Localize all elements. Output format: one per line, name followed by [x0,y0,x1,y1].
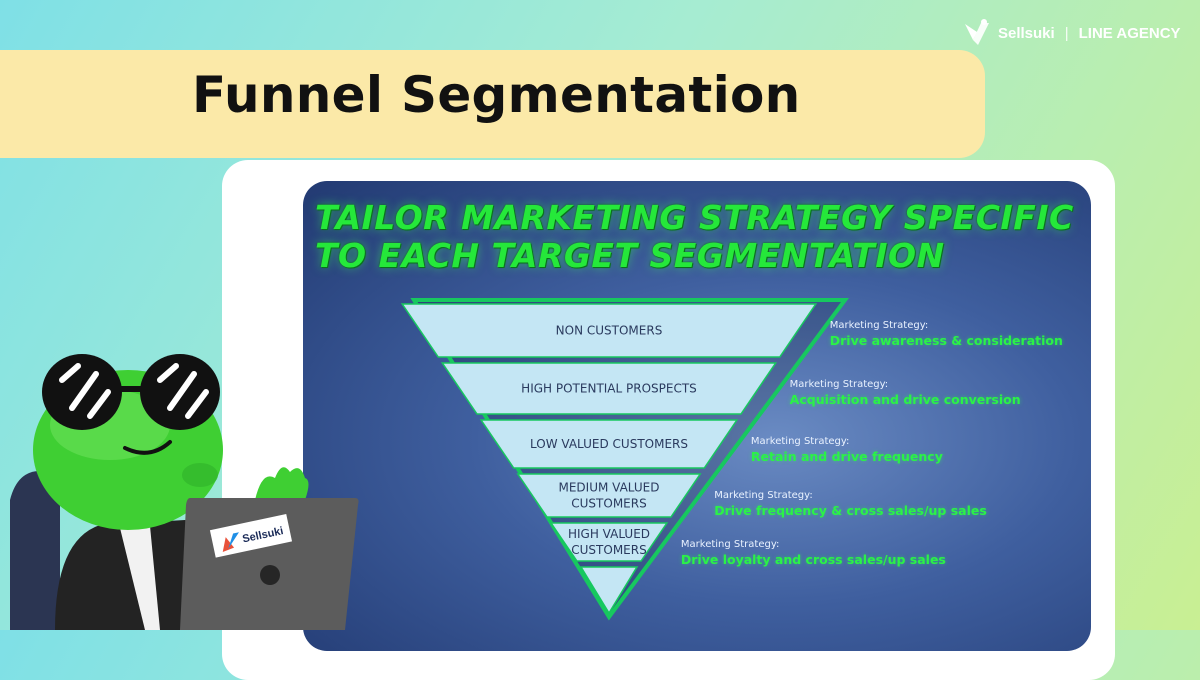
sunglasses-icon [42,354,220,430]
funnel-segment [400,303,818,358]
funnel-segment-label: HIGH POTENTIAL PROSPECTS [521,382,697,396]
strategy-value: Acquisition and drive conversion [789,392,1021,407]
sellsuki-logo-icon [965,19,989,45]
funnel-segment-label: CUSTOMERS [571,543,646,557]
funnel-segment-label: HIGH VALUED [568,527,650,541]
presentation-slide: TAILOR MARKETING STRATEGY SPECIFIC TO EA… [303,181,1091,651]
funnel-segment-label: LOW VALUED CUSTOMERS [530,437,688,451]
brand-name: Sellsuki [998,24,1055,42]
slide-heading-line-1: TAILOR MARKETING STRATEGY SPECIFIC [315,198,1074,237]
funnel-segment-label: NON CUSTOMERS [556,324,663,338]
strategy-value: Retain and drive frequency [750,449,943,464]
strategy-label: Marketing Strategy: [714,490,813,501]
brand-header: Sellsuki | LINE AGENCY [962,16,1181,50]
strategy-value: Drive awareness & consideration [829,333,1063,348]
brand-separator: | [1064,24,1069,42]
title-banner [0,50,985,158]
strategy-label: Marketing Strategy: [750,436,850,447]
strategy-label: Marketing Strategy: [680,539,780,550]
funnel-diagram: NON CUSTOMERS HIGH POTENTIAL PROSPECTS LOW… [400,298,849,621]
brand-agency: LINE AGENCY [1078,24,1181,42]
frog-mascot: Sellsuki [10,354,359,630]
funnel-tip [579,566,639,615]
slide-heading-line-2: TO EACH TARGET SEGMENTATION [315,236,945,275]
laptop: Sellsuki [180,498,359,630]
page-title: Funnel Segmentation [192,66,801,124]
funnel-segment [440,362,778,415]
strategy-value: Drive frequency & cross sales/up sales [714,503,987,518]
funnel-segment [479,419,739,469]
slide-heading: TAILOR MARKETING STRATEGY SPECIFIC TO EA… [315,199,1074,275]
funnel-segment [516,473,702,518]
funnel-segment [549,522,669,562]
funnel-segment-label: MEDIUM VALUED [558,481,659,495]
strategy-label: Marketing Strategy: [829,320,929,331]
funnel-segment-label: CUSTOMERS [571,497,646,511]
strategy-value: Drive loyalty and cross sales/up sales [680,552,946,567]
strategy-label: Marketing Strategy: [789,379,889,390]
